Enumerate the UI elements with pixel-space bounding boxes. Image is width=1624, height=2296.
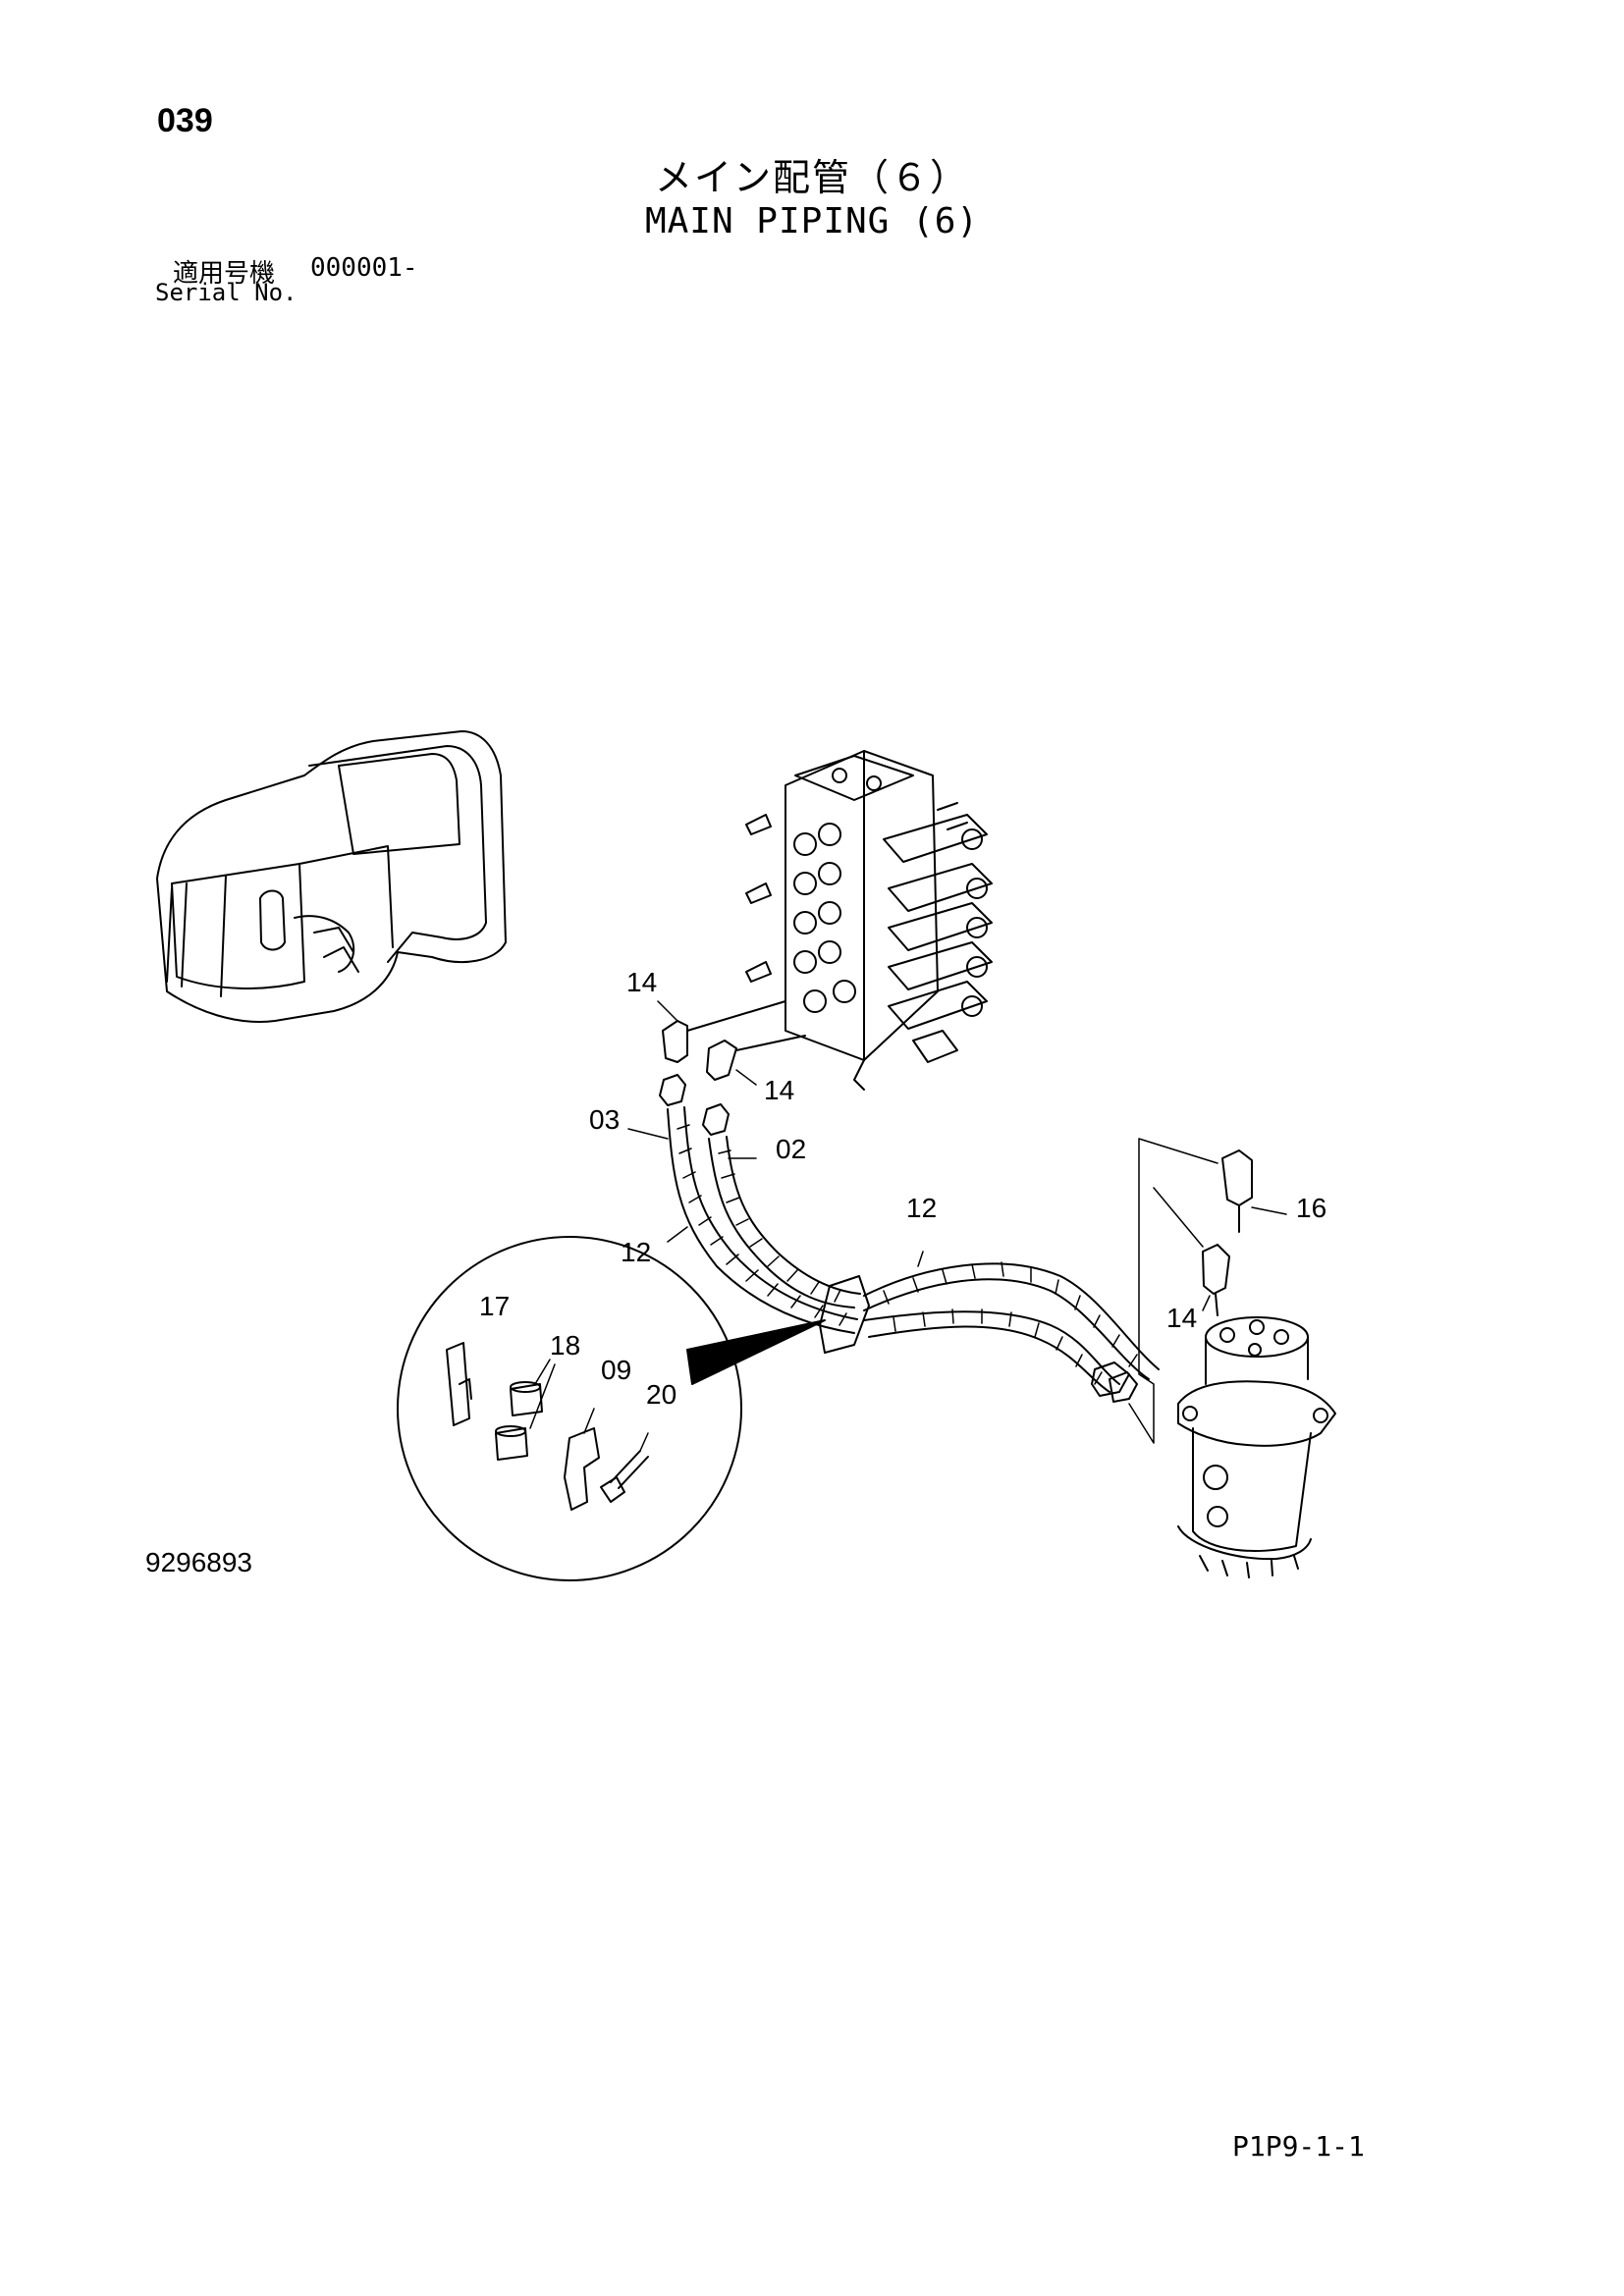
title-japanese: メイン配管（６） [654, 156, 969, 199]
callout-09: 09 [601, 1355, 631, 1385]
elbow-fitting-16 [1221, 1149, 1253, 1233]
serial-label-japanese: 適用号機 [173, 259, 276, 289]
serial-label-english: Serial No. [155, 279, 298, 306]
swivel-joint [1177, 1316, 1336, 1578]
detail-pointer [686, 1319, 826, 1385]
callout-12-left: 12 [621, 1237, 651, 1267]
detail-circle [397, 1236, 742, 1581]
page-code: P1P9-1-1 [1232, 2130, 1365, 2163]
control-valve [745, 750, 993, 1091]
elbow-fitting-upper [662, 1000, 786, 1063]
callout-16: 16 [1296, 1193, 1326, 1223]
hose-clamp [819, 1275, 870, 1354]
detail-plate-09 [564, 1408, 600, 1511]
callout-03: 03 [589, 1104, 620, 1135]
detail-bushings-18 [495, 1359, 556, 1461]
hose-nut-03 [659, 1074, 686, 1106]
callout-14-swivel: 14 [1166, 1303, 1197, 1333]
hose-nut-02 [702, 1103, 730, 1136]
elbow-fitting-lower [706, 1035, 806, 1081]
hose-end-fitting [1091, 1362, 1138, 1403]
elbow-fitting-swivel-14 [1202, 1244, 1230, 1316]
callout-20: 20 [646, 1379, 677, 1410]
hose-03 [667, 1106, 858, 1334]
hose-to-swivel-lower [863, 1310, 1120, 1393]
detail-bracket-17 [446, 1342, 472, 1426]
serial-range: 000001- [310, 253, 418, 283]
callout-17: 17 [479, 1291, 510, 1321]
page-number: 039 [157, 102, 213, 139]
machine-location-thumbnail [156, 730, 507, 1023]
title-english: MAIN PIPING (6) [644, 201, 980, 241]
callout-14-lower: 14 [764, 1075, 794, 1105]
illustration-number: 9296893 [145, 1547, 253, 1577]
callout-12-right: 12 [906, 1193, 937, 1223]
detail-bolt-20 [600, 1432, 649, 1503]
callout-18: 18 [550, 1330, 580, 1361]
callout-14-upper: 14 [626, 967, 657, 997]
callout-02: 02 [776, 1134, 806, 1164]
